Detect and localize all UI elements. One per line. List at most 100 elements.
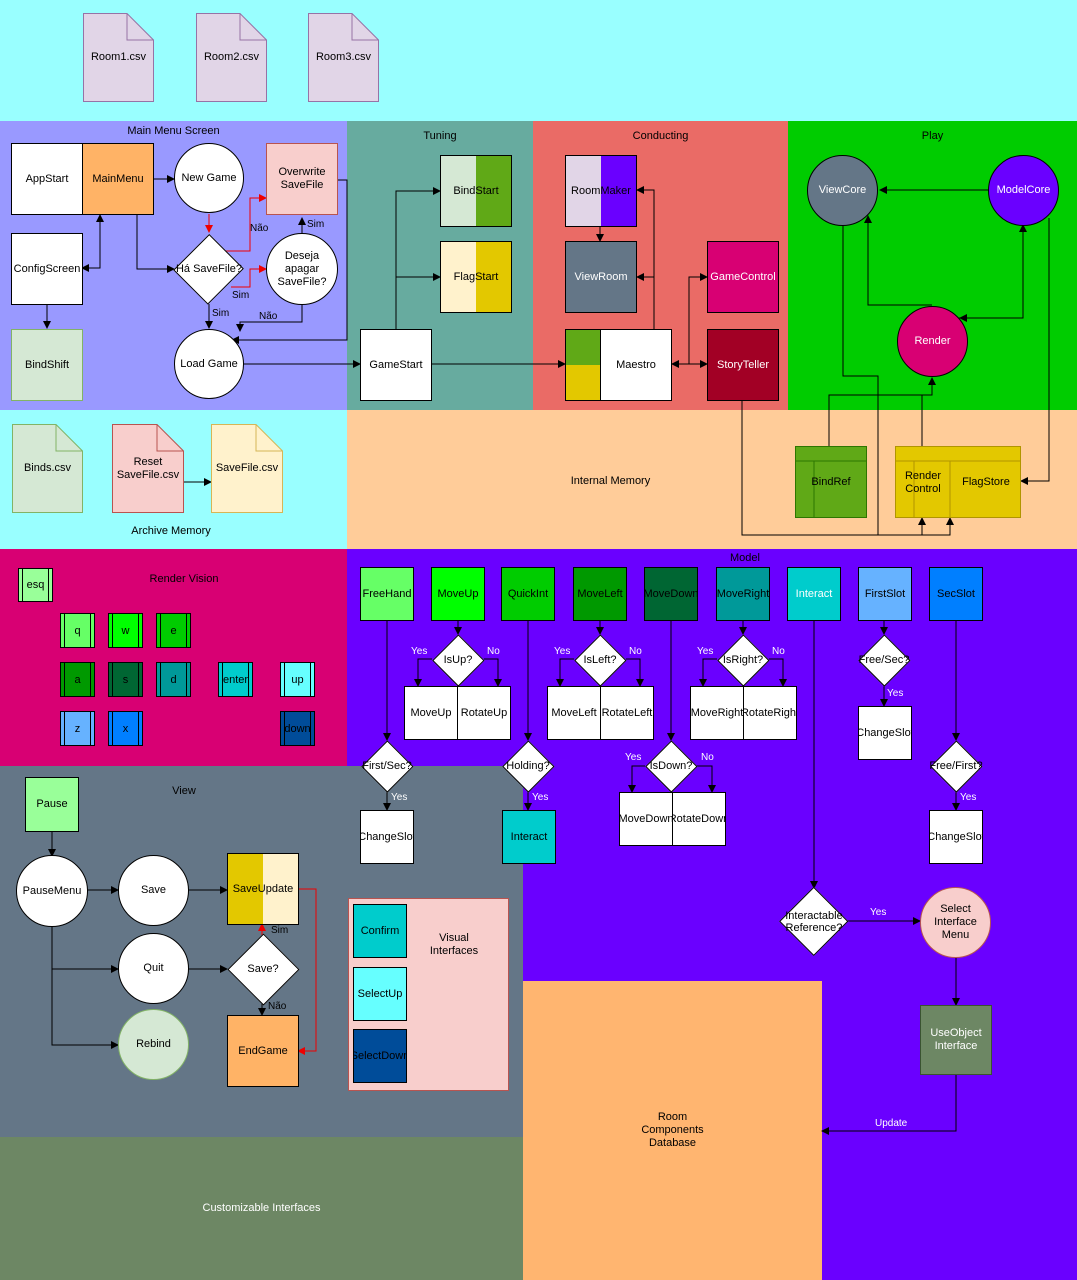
archive-memory-title: Archive Memory bbox=[131, 525, 211, 537]
confirm-node: Confirm bbox=[353, 904, 407, 958]
no-label-isup: No bbox=[487, 646, 500, 657]
flagstore-label: FlagStore bbox=[962, 476, 1010, 488]
yes-label-holding: Yes bbox=[532, 792, 549, 803]
save-question-decision: Save? bbox=[227, 933, 299, 1005]
key-x: x bbox=[108, 711, 143, 746]
yes-label-isright: Yes bbox=[697, 646, 714, 657]
isup-decision: IsUp? bbox=[432, 634, 484, 686]
flagstart-label: FlagStart bbox=[453, 270, 499, 283]
firstsec-decision: First/Sec? bbox=[361, 740, 413, 792]
gamestart-node: GameStart bbox=[360, 329, 432, 401]
key-down: down bbox=[280, 711, 315, 746]
yes-label-isdown: Yes bbox=[625, 752, 642, 763]
sim-label-view: Sim bbox=[271, 925, 289, 936]
sim-label-2: Sim bbox=[232, 290, 250, 301]
mainmenu-node: MainMenu bbox=[82, 143, 154, 215]
bindshift-node: BindShift bbox=[11, 329, 83, 401]
reset-savefile-label: Reset SaveFile.csv bbox=[116, 455, 180, 481]
rotatedown-node: RotateDown bbox=[672, 792, 726, 846]
maestro-color-block bbox=[565, 329, 601, 401]
nao-label-2: Não bbox=[259, 311, 278, 322]
yes-label-freesec: Yes bbox=[887, 688, 904, 699]
isleft-label: IsLeft? bbox=[583, 654, 617, 666]
no-label-isdown: No bbox=[701, 752, 714, 763]
selectdown-node: SelectDown bbox=[353, 1029, 407, 1083]
key-w: w bbox=[108, 613, 143, 648]
interact-node: Interact bbox=[502, 810, 556, 864]
overwrite-node: Overwrite SaveFile bbox=[266, 143, 338, 215]
bindstart-label: BindStart bbox=[453, 184, 499, 197]
roommaker-label: RoomMaker bbox=[571, 184, 631, 197]
nao-label-view: Não bbox=[268, 1001, 287, 1012]
ha-savefile-label: Há SaveFile? bbox=[175, 263, 243, 275]
freefirst-decision: Free/First? bbox=[929, 740, 982, 792]
yes-label-isup: Yes bbox=[411, 646, 428, 657]
key-s: s bbox=[108, 662, 143, 697]
key-d: d bbox=[156, 662, 191, 697]
custom-interfaces-region bbox=[0, 1137, 523, 1280]
isleft-decision: IsLeft? bbox=[574, 634, 626, 686]
isdown-decision: IsDown? bbox=[645, 740, 697, 792]
rotateright-node: RotateRight bbox=[743, 686, 797, 740]
room3-label: Room3.csv bbox=[315, 51, 372, 63]
holding-decision: Holding? bbox=[502, 740, 554, 792]
flagstore-node: Render Control FlagStore bbox=[895, 446, 1021, 518]
room1-label: Room1.csv bbox=[90, 51, 147, 63]
modelcore-node: ModelCore bbox=[988, 155, 1059, 226]
conducting-title: Conducting bbox=[632, 130, 689, 142]
main-menu-title: Main Menu Screen bbox=[127, 125, 220, 137]
save-node: Save bbox=[118, 855, 189, 926]
binds-file: Binds.csv bbox=[12, 424, 83, 513]
render-control-label: Render Control bbox=[904, 470, 942, 495]
isright-decision: IsRight? bbox=[717, 634, 769, 686]
key-e: e bbox=[156, 613, 191, 648]
savefile-label: SaveFile.csv bbox=[215, 462, 279, 474]
maestro-node: Maestro bbox=[600, 329, 672, 401]
rebind-node: Rebind bbox=[118, 1009, 189, 1080]
key-q: q bbox=[60, 613, 95, 648]
freehand-node: FreeHand bbox=[360, 567, 414, 621]
sim-label-3: Sim bbox=[212, 308, 230, 319]
firstsec-label: First/Sec? bbox=[362, 760, 412, 772]
storyteller-node: StoryTeller bbox=[707, 329, 779, 401]
internal-memory-title: Internal Memory bbox=[570, 475, 651, 487]
visual-interfaces-title: Visual Interfaces bbox=[429, 932, 479, 957]
firstslot-node: FirstSlot bbox=[858, 567, 912, 621]
moveup-node: MoveUp bbox=[404, 686, 458, 740]
binds-label: Binds.csv bbox=[23, 462, 72, 474]
freesec-decision: Free/Sec? bbox=[858, 634, 910, 686]
rotateup-node: RotateUp bbox=[457, 686, 511, 740]
room-db-region bbox=[523, 981, 822, 1280]
savefile-file: SaveFile.csv bbox=[211, 424, 283, 513]
flagstart-node: FlagStart bbox=[440, 241, 512, 313]
pause-node: Pause bbox=[25, 777, 79, 832]
holding-label: Holding? bbox=[506, 760, 550, 772]
model-title: Model bbox=[730, 552, 760, 564]
update-label: Update bbox=[875, 1118, 908, 1129]
freesec-label: Free/Sec? bbox=[858, 654, 910, 666]
changeslot-secslot-node: ChangeSlot bbox=[929, 810, 983, 864]
changeslot-firstslot-node: ChangeSlot bbox=[858, 706, 912, 760]
sim-label-1: Sim bbox=[307, 219, 325, 230]
yes-label-firstsec: Yes bbox=[391, 792, 408, 803]
interactable-label: Interactable Reference? bbox=[785, 910, 843, 934]
moveright-header-node: MoveRight bbox=[716, 567, 770, 621]
moveleft-node: MoveLeft bbox=[547, 686, 601, 740]
bindref-node: BindRef bbox=[795, 446, 867, 518]
secslot-node: SecSlot bbox=[929, 567, 983, 621]
pausemenu-node: PauseMenu bbox=[16, 855, 88, 927]
endgame-node: EndGame bbox=[227, 1015, 299, 1087]
yes-label-interactable: Yes bbox=[870, 907, 887, 918]
save-question-label: Save? bbox=[247, 963, 279, 975]
movedown-node: MoveDown bbox=[619, 792, 673, 846]
render-vision-title: Render Vision bbox=[149, 573, 219, 585]
quickint-node: QuickInt bbox=[501, 567, 555, 621]
ha-savefile-decision: Há SaveFile? bbox=[174, 233, 244, 305]
selectup-node: SelectUp bbox=[353, 967, 407, 1021]
yes-label-isleft: Yes bbox=[554, 646, 571, 657]
room-db-title: Room Components Database bbox=[641, 1111, 704, 1149]
roommaker-node: RoomMaker bbox=[565, 155, 637, 227]
saveupdate-node: SaveUpdate bbox=[227, 853, 299, 925]
interactable-decision: Interactable Reference? bbox=[779, 887, 849, 957]
newgame-node: New Game bbox=[174, 143, 244, 213]
